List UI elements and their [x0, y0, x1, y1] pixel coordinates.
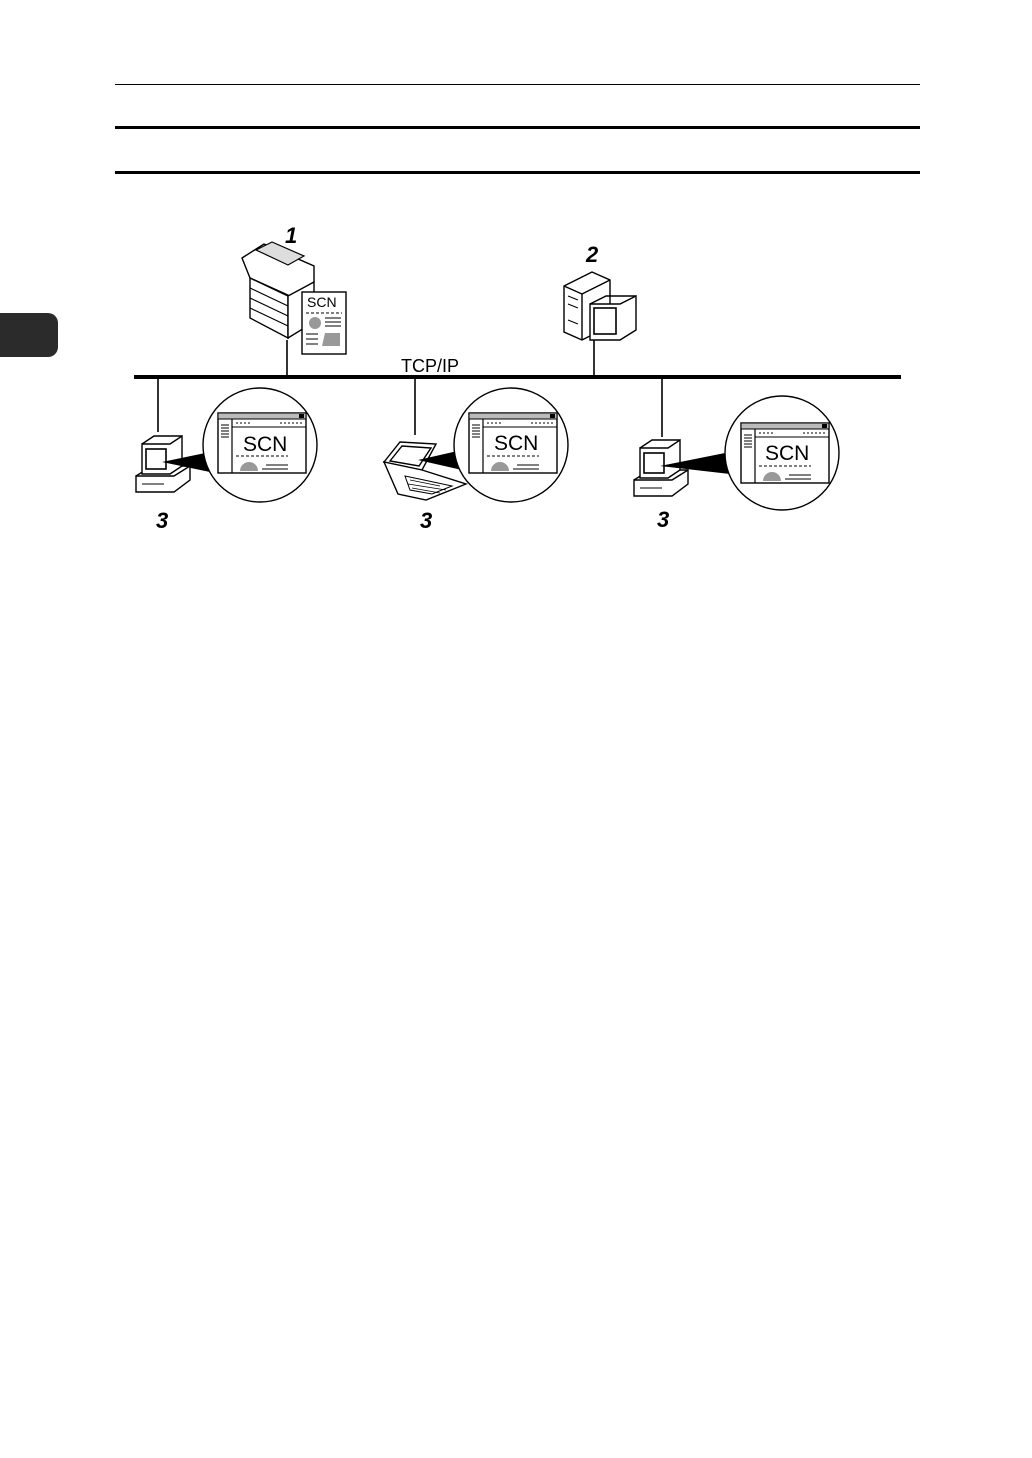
client-number: 3 [156, 508, 168, 533]
section-rule-top [115, 126, 920, 129]
client-number: 3 [657, 507, 669, 532]
network-label: TCP/IP [401, 356, 459, 376]
client-number: 3 [420, 508, 432, 533]
client-screen-label: SCN [494, 432, 538, 455]
section-rule-bottom [115, 171, 920, 174]
client-screen-label: SCN [243, 433, 287, 456]
header-rule [115, 84, 920, 85]
machine-number: 1 [285, 223, 297, 248]
client-screen-label: SCN [765, 442, 809, 465]
server-number: 2 [585, 242, 599, 267]
server-icon [564, 272, 636, 340]
network-diagram: TCP/IP SCN 1 2 [0, 200, 1032, 560]
scanned-document-label: SCN [307, 294, 337, 310]
scanned-document-icon: SCN [302, 292, 346, 354]
